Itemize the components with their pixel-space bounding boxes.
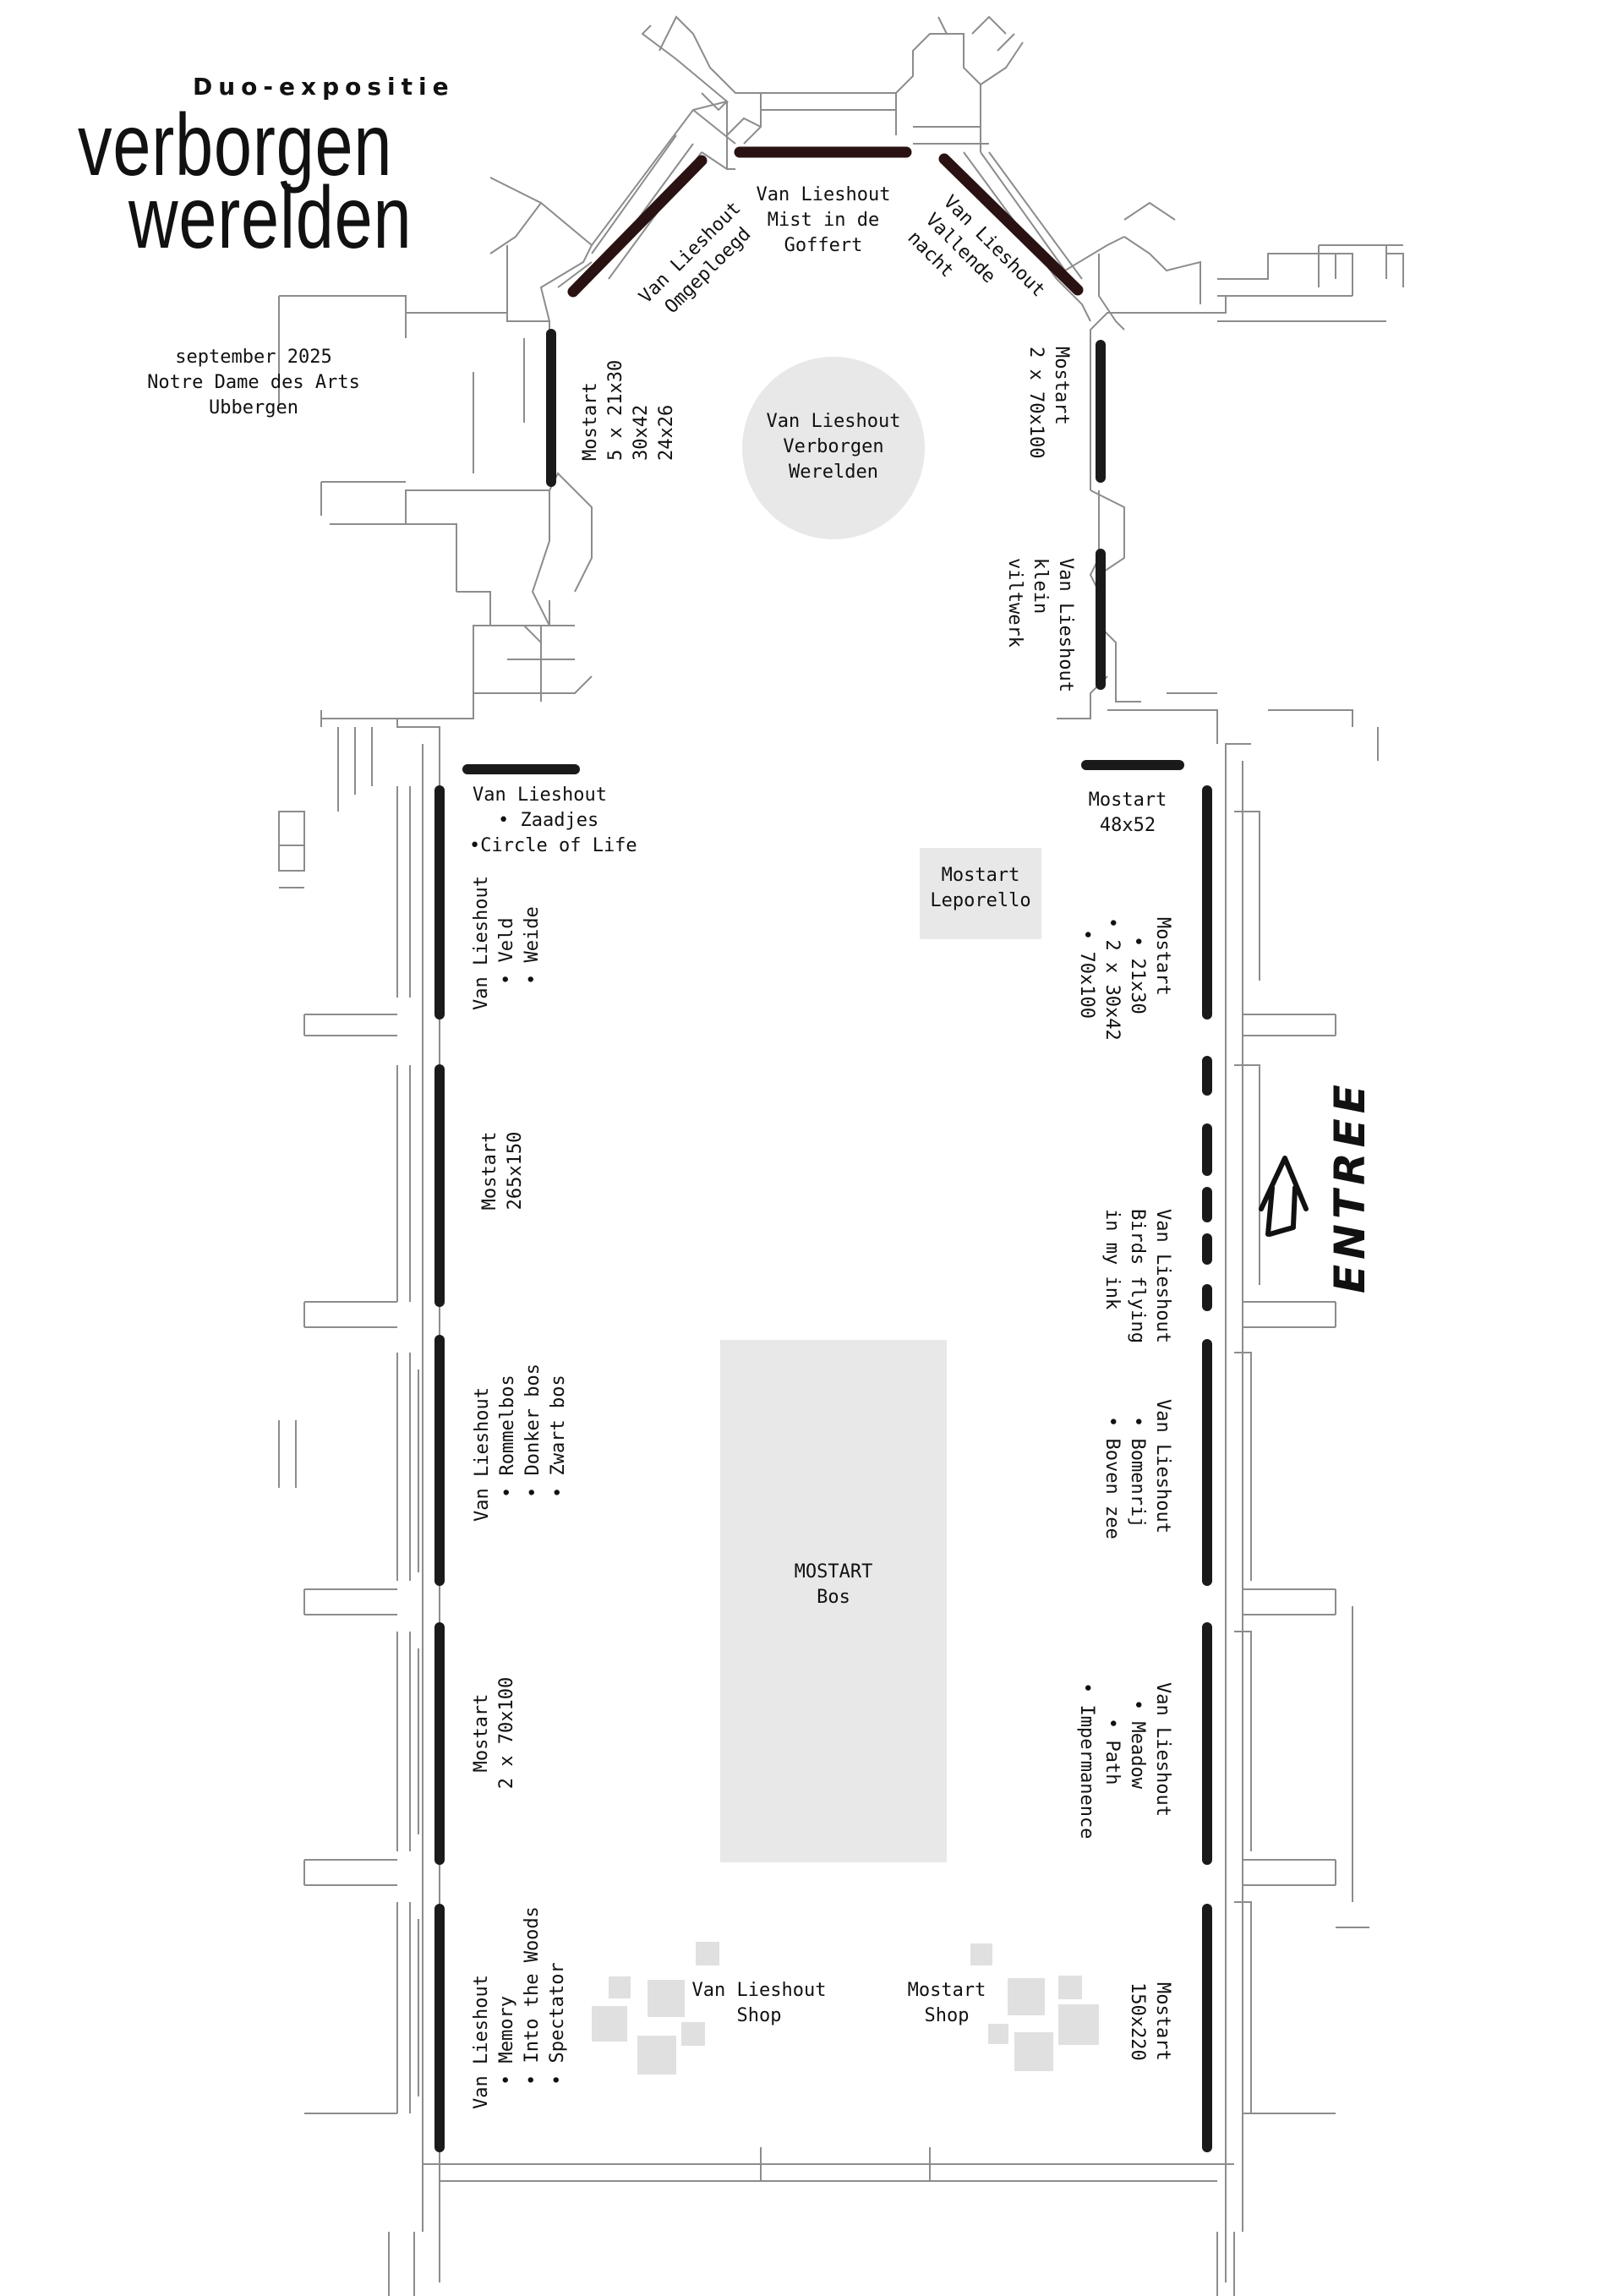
exhibition-title-line1: verborgen (78, 96, 393, 194)
label-birds-flying: Van Lieshout Birds flying in my ink (1101, 1209, 1173, 1343)
label-mostart-265x150: Mostart 265x150 (479, 1131, 526, 1211)
label-mostart-small-works: Mostart 5 x 21x30 30x42 24x26 (580, 359, 677, 461)
event-venue: Notre Dame des Arts (147, 372, 360, 393)
label-verborgen-werelden-center: Van Lieshout Verborgen Werelden (766, 411, 901, 483)
bos-table (720, 1340, 947, 1862)
label-bomenrij: Van Lieshout • Bomenrij • Boven zee (1101, 1399, 1173, 1539)
grey-areas (592, 357, 1099, 2075)
label-mostart-2x70x100-left: Mostart 2 x 70x100 (471, 1676, 517, 1790)
label-zaadjes: Van Lieshout • Zaadjes •Circle of Life (469, 784, 637, 856)
label-mostart-150x220: Mostart 150x220 (1127, 1982, 1173, 2061)
label-mist-in-de-goffert: Van Lieshout Mist in de Goffert (756, 184, 891, 256)
label-rommelbos: Van Lieshout • Rommelbos • Donker bos • … (472, 1364, 569, 1522)
exhibition-kicker: Duo-expositie (193, 73, 455, 101)
label-memory: Van Lieshout • Memory • Into the Woods •… (471, 1906, 568, 2109)
event-date: september 2025 (175, 347, 332, 368)
label-mostart-2x70x100-top: Mostart 2 x 70x100 (1025, 347, 1072, 459)
display-walls (434, 146, 1212, 2152)
label-mostart-shop: Mostart Shop (907, 1980, 986, 2026)
center-display-circle (742, 357, 925, 539)
label-veld-weide: Van Lieshout • Veld • Weide (471, 876, 543, 1010)
label-mostart-works-right: Mostart • 21x30 • 2 x 30x42 • 70x100 (1076, 917, 1173, 1041)
exhibition-title-line2: werelden (128, 169, 413, 267)
label-klein-viltwerk: Van Lieshout klein viltwerk (1004, 558, 1076, 692)
label-leporello: Mostart Leporello (930, 865, 1031, 911)
label-van-lieshout-shop: Van Lieshout Shop (691, 1980, 827, 2026)
event-info: september 2025 Notre Dame des Arts Ubber… (127, 345, 380, 421)
label-meadow: Van Lieshout • Meadow • Path • Impermane… (1076, 1682, 1173, 1840)
label-mostart-bos: MOSTART Bos (794, 1561, 873, 1608)
entrance-label: ENTREE (1325, 1080, 1374, 1293)
leporello-display (920, 848, 1041, 939)
label-mostart-48x52: Mostart 48x52 (1088, 790, 1167, 836)
event-city: Ubbergen (209, 397, 298, 418)
sketch-lines (278, 15, 1404, 2296)
entrance-arrow (1259, 1156, 1309, 1237)
